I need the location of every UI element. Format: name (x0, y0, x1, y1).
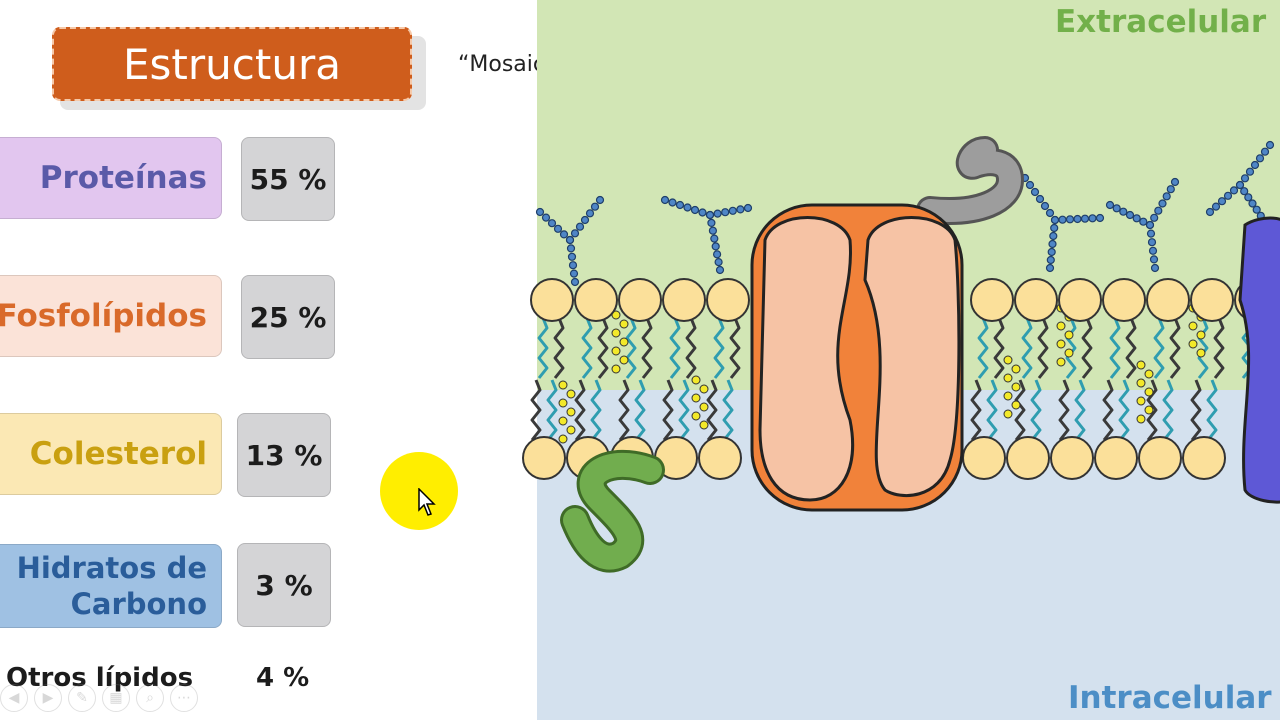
presenter-toolbar: ◀ ▶ ✎ ▦ ⌕ ⋯ (0, 684, 198, 712)
phospholipid-head (699, 437, 741, 479)
arrow-cursor-icon (418, 488, 438, 518)
phospholipid-head (1103, 279, 1145, 321)
phospholipid-head (1139, 437, 1181, 479)
channel-subunit-right (865, 218, 959, 496)
phospholipid-head (619, 279, 661, 321)
phospholipid-head (1095, 437, 1137, 479)
slides-icon[interactable]: ▦ (102, 684, 130, 712)
phospholipid-head (1147, 279, 1189, 321)
phospholipid-head (1015, 279, 1057, 321)
zoom-icon[interactable]: ⌕ (136, 684, 164, 712)
phospholipid-head (1007, 437, 1049, 479)
phospholipid-head (971, 279, 1013, 321)
phospholipid-head (1183, 437, 1225, 479)
label-intracellular: Intracelular (1068, 680, 1272, 716)
next-icon[interactable]: ▶ (34, 684, 62, 712)
phospholipid-head (575, 279, 617, 321)
phospholipid-head (531, 279, 573, 321)
label-extracellular: Extracelular (1055, 4, 1266, 40)
prev-icon[interactable]: ◀ (0, 684, 28, 712)
phospholipid-head (1051, 437, 1093, 479)
phospholipid-head (707, 279, 749, 321)
phospholipid-head (523, 437, 565, 479)
phospholipid-head (1059, 279, 1101, 321)
phospholipid-head (963, 437, 1005, 479)
phospholipid-head (1191, 279, 1233, 321)
more-icon[interactable]: ⋯ (170, 684, 198, 712)
phospholipid-head (663, 279, 705, 321)
channel-subunit-left (760, 218, 853, 501)
pen-icon[interactable]: ✎ (68, 684, 96, 712)
